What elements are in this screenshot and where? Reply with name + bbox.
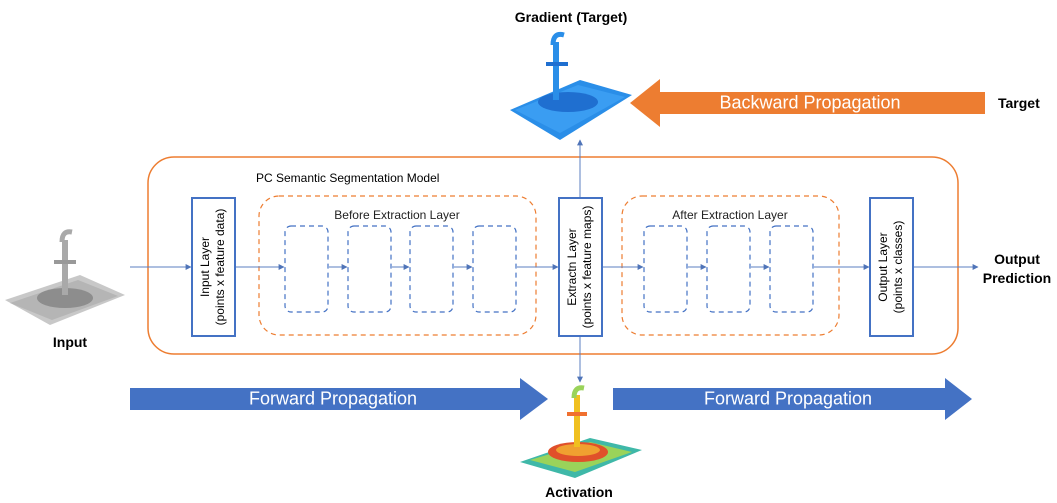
forward-propagation-arrow-left (130, 378, 548, 420)
hidden-layer-node (347, 225, 392, 313)
backward-propagation-label: Backward Propagation (719, 92, 901, 113)
gradient-point-cloud-image (510, 32, 632, 140)
backward-propagation-arrow (630, 79, 985, 127)
hidden-layer-node (769, 225, 814, 313)
output-layer-title: Output Layer (876, 232, 890, 302)
model-title: PC Semantic Segmentation Model (256, 171, 440, 185)
hidden-layer-node (706, 225, 751, 313)
before-extraction-title: Before Extraction Layer (334, 208, 460, 222)
extraction-layer-title: Extractn Layer (565, 228, 579, 306)
gradient-target-label: Gradient (Target) (514, 9, 628, 25)
input-layer-label: Input Layer (points x feature data) (198, 209, 228, 326)
extraction-layer-shape: (points x feature maps) (580, 205, 594, 329)
output-layer-box (869, 197, 914, 337)
output-layer-shape: (points x classes) (891, 220, 905, 314)
input-label: Input (52, 334, 88, 350)
activation-point-cloud-image (520, 385, 642, 478)
output-prediction-label-line2: Prediction (982, 270, 1052, 286)
connectors (130, 139, 979, 383)
hidden-layer-node (284, 225, 329, 313)
input-layer-title: Input Layer (198, 236, 212, 298)
after-layer-nodes (643, 225, 814, 313)
model-container (147, 156, 959, 355)
forward-propagation-label-left: Forward Propagation (248, 388, 418, 409)
before-extraction-group (258, 195, 537, 336)
target-label: Target (998, 95, 1040, 111)
extraction-layer-label: Extractn Layer (points x feature maps) (565, 206, 595, 329)
forward-propagation-arrow-right (613, 378, 972, 420)
hidden-layer-node (409, 225, 454, 313)
hidden-layer-node (643, 225, 688, 313)
after-extraction-group (621, 195, 840, 336)
before-layer-nodes (284, 225, 517, 313)
input-layer-shape: (points x feature data) (213, 208, 227, 326)
forward-propagation-label-right: Forward Propagation (703, 388, 873, 409)
input-point-cloud-image (5, 229, 125, 325)
extraction-layer-box (558, 197, 603, 337)
hidden-layer-node (472, 225, 517, 313)
after-extraction-title: After Extraction Layer (672, 208, 788, 222)
input-layer-box (191, 197, 236, 337)
activation-label: Activation (545, 484, 613, 500)
output-layer-label: Output Layer (points x classes) (876, 221, 906, 314)
output-prediction-label-line1: Output (994, 251, 1040, 267)
